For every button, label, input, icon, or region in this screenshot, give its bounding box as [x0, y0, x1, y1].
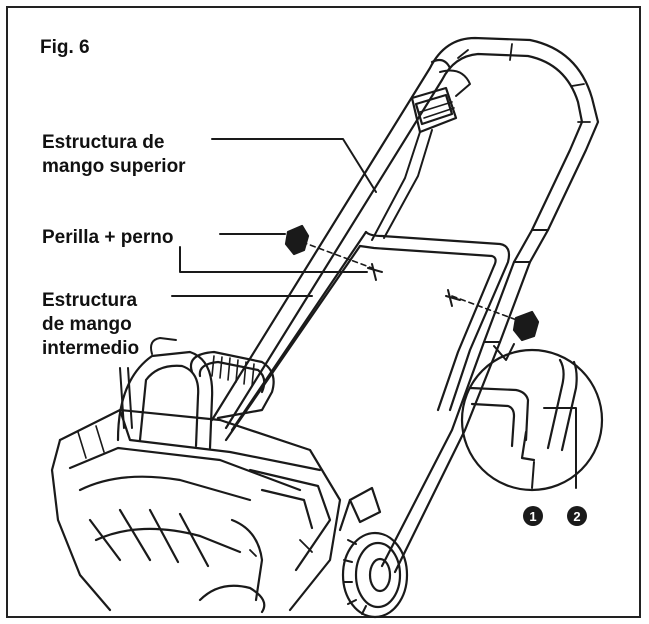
leader-lines — [171, 138, 377, 297]
assembly-dashes — [301, 241, 523, 323]
wheel-bracket — [348, 486, 382, 524]
bolt-right — [445, 289, 461, 307]
callout-2-leader — [543, 407, 577, 489]
snow-thrower-body — [50, 337, 342, 614]
knob-right — [512, 310, 540, 342]
knob-left — [284, 224, 310, 256]
label-middle-handle: Estructura de mango intermedio — [42, 289, 139, 361]
label-upper-handle: Estructura de mango superior — [42, 131, 186, 179]
callout-1-marker — [523, 506, 543, 526]
callout-2-text: 2 — [573, 509, 580, 524]
dash-right — [451, 295, 523, 323]
label-middle-handle-line-1: Estructura — [42, 290, 138, 311]
dash-left — [301, 241, 373, 269]
callout-2-marker — [567, 506, 587, 526]
label-upper-handle-line-2: mango superior — [42, 156, 186, 177]
label-upper-handle-line-1: Estructura de — [42, 132, 165, 153]
bolt-left — [367, 263, 383, 281]
callout-markers: 1 2 — [523, 506, 587, 526]
switch-box — [371, 58, 471, 241]
label-middle-handle-line-2: de mango — [42, 314, 132, 335]
figure-title: Fig. 6 — [40, 37, 90, 58]
callout-1-leader — [531, 461, 535, 489]
leader-upper-handle — [211, 138, 377, 193]
detail-circle — [460, 343, 604, 492]
middle-handle-frame — [224, 230, 511, 442]
callout-1-text: 1 — [529, 509, 536, 524]
wheel — [338, 486, 409, 619]
label-knob-bolt: Perilla + perno — [42, 227, 174, 248]
upper-handle-frame — [210, 36, 600, 574]
leader-bolt — [179, 246, 368, 273]
label-middle-handle-line-3: intermedio — [42, 338, 140, 359]
